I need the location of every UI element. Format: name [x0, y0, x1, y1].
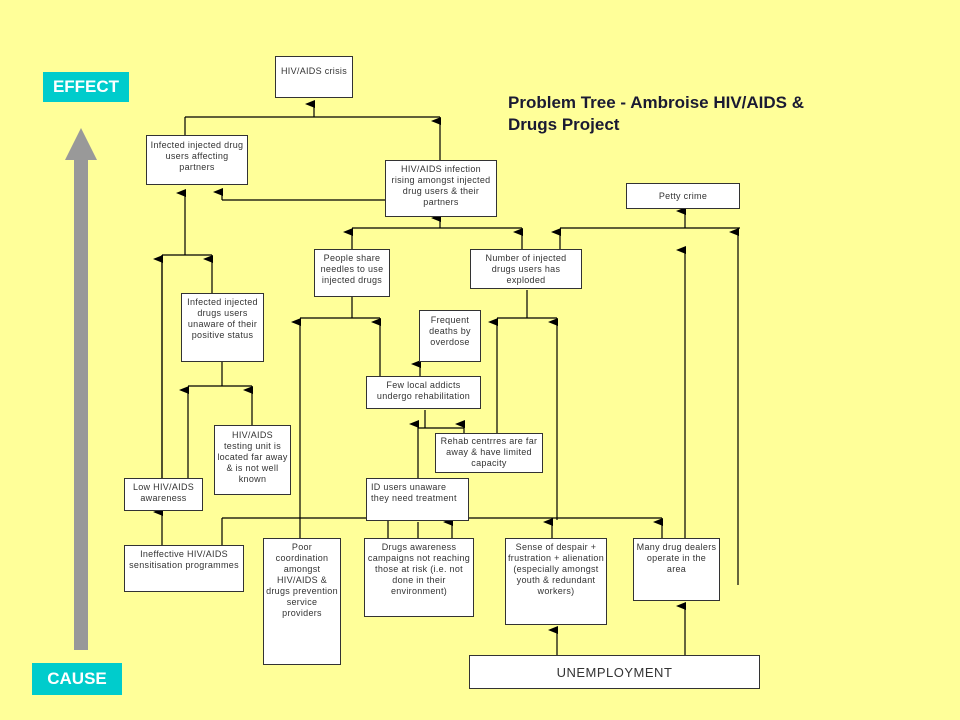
box-infection-rising: HIV/AIDS infection rising amongst inject… — [385, 160, 497, 217]
box-drug-dealers: Many drug dealers operate in the area — [633, 538, 720, 601]
box-hiv-crisis: HIV/AIDS crisis — [275, 56, 353, 98]
box-low-awareness: Low HIV/AIDS awareness — [124, 478, 203, 511]
box-unemployment: UNEMPLOYMENT — [469, 655, 760, 689]
box-drug-campaigns: Drugs awareness campaigns not reaching t… — [364, 538, 474, 617]
box-unaware-status: Infected injected drugs users unaware of… — [181, 293, 264, 362]
cause-to-effect-arrow — [65, 128, 97, 650]
box-id-unaware: ID users unaware they need treatment — [366, 478, 469, 521]
diagram-title: Problem Tree - Ambroise HIV/AIDS & Drugs… — [508, 93, 804, 134]
box-frequent-deaths: Frequent deaths by overdose — [419, 310, 481, 362]
cause-label: CAUSE — [32, 663, 122, 695]
effect-label: EFFECT — [43, 72, 129, 102]
box-ineffective-sensitisation: Ineffective HIV/AIDS sensitisation progr… — [124, 545, 244, 592]
box-rehab-far: Rehab centrres are far away & have limit… — [435, 433, 543, 473]
box-petty-crime: Petty crime — [626, 183, 740, 209]
box-number-exploded: Number of injected drugs users has explo… — [470, 249, 582, 289]
box-few-rehab: Few local addicts undergo rehabilitation — [366, 376, 481, 409]
box-poor-coordination: Poor coordination amongst HIV/AIDS & dru… — [263, 538, 341, 665]
box-testing-unit: HIV/AIDS testing unit is located far awa… — [214, 425, 291, 495]
box-share-needles: People share needles to use injected dru… — [314, 249, 390, 297]
box-infected-partners: Infected injected drug users affecting p… — [146, 135, 248, 185]
box-despair: Sense of despair + frustration + alienat… — [505, 538, 607, 625]
